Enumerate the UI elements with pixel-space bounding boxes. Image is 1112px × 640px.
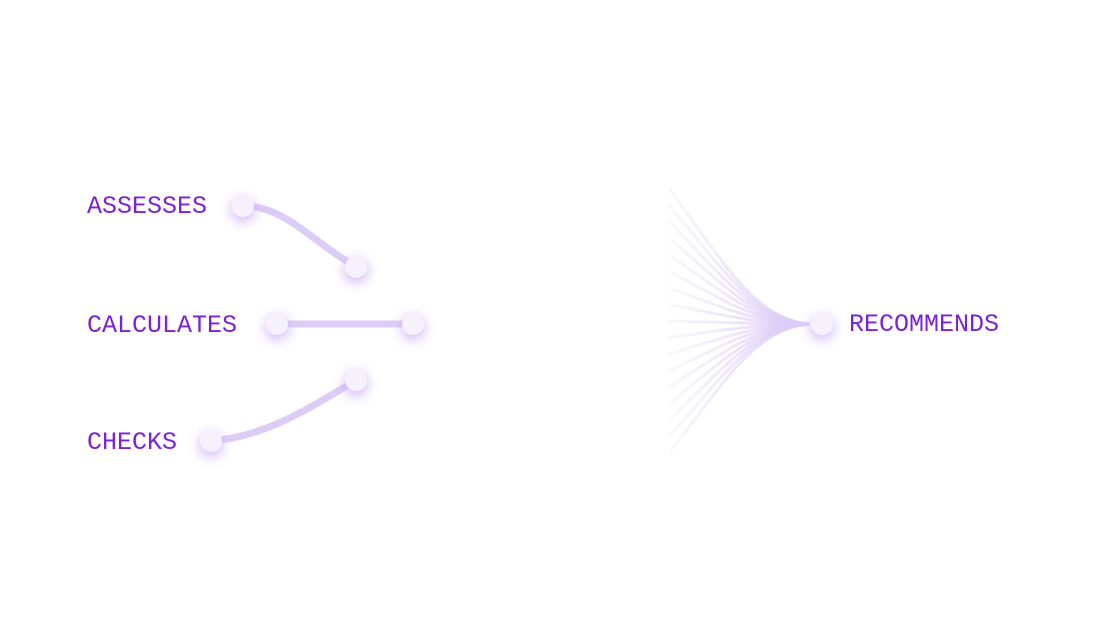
label-checks: CHECKS: [87, 428, 178, 457]
label-calculates: CALCULATES: [87, 311, 238, 340]
label-assesses: ASSESSES: [87, 192, 208, 221]
node-calculates-start: [265, 313, 289, 340]
node-assesses-end: [344, 256, 368, 283]
fan-line: [668, 322, 810, 438]
node-checks-start: [199, 430, 223, 457]
node-recommends: [810, 313, 834, 340]
connector-checks: [207, 376, 360, 445]
node-checks-end: [344, 369, 368, 396]
connector-assesses: [239, 202, 360, 271]
label-recommends: RECOMMENDS: [849, 310, 1000, 339]
fan-line: [668, 322, 810, 454]
node-assesses-start: [231, 195, 255, 222]
node-calculates-end: [401, 313, 425, 340]
converging-fan: [668, 188, 810, 454]
